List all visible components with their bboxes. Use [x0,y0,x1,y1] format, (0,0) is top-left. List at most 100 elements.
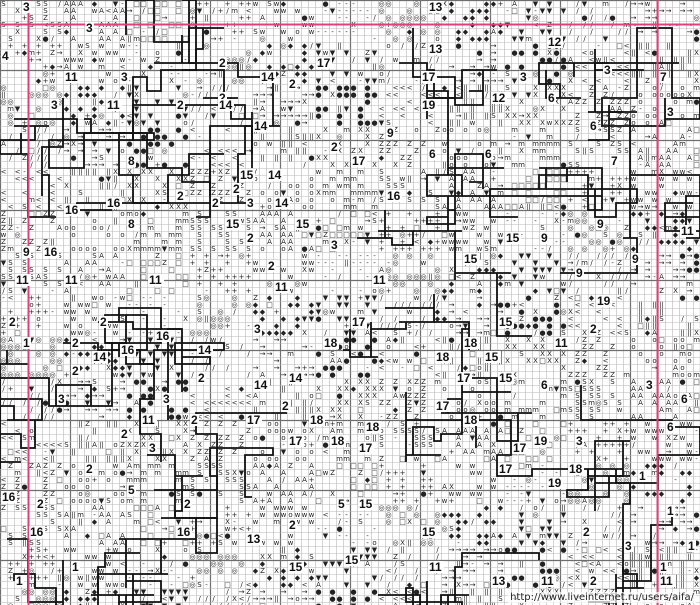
stitch-symbol: A [470,427,475,435]
stitch-symbol: < [575,308,581,316]
stitch-symbol: - [562,217,565,225]
stitch-symbol: + [22,119,28,127]
region-number: 3 [149,441,156,455]
stitch-symbol: Z [379,378,384,386]
stitch-symbol: ◎ [196,77,202,85]
stitch-symbol: → [680,7,686,15]
stitch-symbol: ● [42,35,48,43]
stitch-symbol: + [407,329,413,337]
stitch-symbol: Z [603,371,608,379]
stitch-symbol: S [582,378,587,386]
stitch-symbol: S [1,273,6,281]
region-number-bg [533,435,549,447]
stitch-symbol: Z [218,196,223,204]
region-number-bg [22,246,31,258]
stitch-symbol: ▼ [589,476,595,484]
stitch-symbol: ▼ [526,252,532,260]
stitch-symbol: w [470,462,476,470]
stitch-symbol: X [561,364,566,372]
stitch-symbol: - [345,28,348,36]
stitch-symbol: Z [85,588,90,596]
stitch-symbol: → [659,259,665,267]
stitch-symbol: || [113,175,118,183]
stitch-symbol: S [43,504,48,512]
stitch-symbol: / [51,567,54,575]
stitch-symbol: o [113,441,117,449]
stitch-symbol: → [652,28,658,36]
stitch-symbol: Z [204,266,209,274]
region-number: 15 [485,350,499,364]
stitch-symbol: X [309,427,314,435]
stitch-symbol: w [638,196,644,204]
stitch-symbol: □ [693,161,700,169]
region-number-bg [92,351,108,363]
stitch-symbol: ● [336,525,342,533]
stitch-symbol: w [302,252,308,260]
stitch-symbol: m [280,147,287,155]
stitch-symbol: □ [105,448,112,456]
stitch-symbol: ● [371,588,377,596]
stitch-symbol: X [176,203,181,211]
stitch-symbol: → [106,406,112,414]
stitch-symbol: Z [603,119,608,127]
stitch-symbol: → [687,287,693,295]
stitch-symbol: < [589,560,595,568]
stitch-symbol: - [177,70,180,78]
stitch-symbol: - [352,259,355,267]
region-number: 2 [233,182,240,196]
stitch-symbol: || [673,574,678,582]
stitch-symbol: → [456,77,462,85]
stitch-symbol: ◆ [477,511,483,519]
stitch-symbol: < [120,63,126,71]
stitch-symbol: o [456,399,460,407]
stitch-symbol: ● [119,469,125,477]
stitch-symbol: Z [50,210,55,218]
stitch-symbol: ▼ [533,539,539,547]
stitch-symbol: + [575,427,581,435]
stitch-symbol: Z [43,238,48,246]
stitch-symbol: + [386,483,392,491]
stitch-symbol: S [197,581,202,589]
stitch-symbol: < [575,301,581,309]
stitch-symbol: m [154,462,161,470]
stitch-symbol: - [555,469,558,477]
stitch-symbol: - [366,252,369,260]
stitch-symbol: ● [511,49,517,57]
stitch-symbol: m [168,462,175,470]
stitch-symbol: - [506,7,509,15]
stitch-symbol: ◆ [484,35,490,43]
stitch-symbol: ● [609,238,615,246]
stitch-symbol: / [618,525,621,533]
stitch-symbol: ● [147,140,153,148]
stitch-symbol: ▼ [106,147,112,155]
stitch-symbol: < [428,112,434,120]
region-number-bg [295,218,311,230]
stitch-symbol: / [205,595,208,603]
stitch-symbol: w [99,574,105,582]
stitch-symbol: || [295,406,300,414]
stitch-symbol: w [106,322,112,330]
stitch-symbol: w [680,168,686,176]
stitch-symbol: □ [693,126,700,134]
stitch-symbol: + [190,539,196,547]
region-number-bg [505,232,521,244]
stitch-symbol: A [568,56,573,64]
stitch-symbol: ◆ [113,364,119,372]
stitch-symbol: → [295,84,301,92]
stitch-symbol: X [365,392,370,400]
stitch-symbol: o [659,350,663,358]
stitch-symbol: || [652,231,657,239]
stitch-symbol: || [85,602,90,605]
stitch-symbol: ◆ [99,98,105,106]
stitch-symbol: ▼ [372,308,378,316]
stitch-symbol: ◎ [616,483,622,491]
stitch-symbol: ◆ [260,560,266,568]
stitch-symbol: □ [168,434,175,442]
stitch-symbol: □ [133,14,140,22]
stitch-symbol: < [393,595,399,603]
stitch-symbol: ● [154,140,160,148]
stitch-symbol: / [198,105,201,113]
stitch-symbol: → [484,322,490,330]
stitch-symbol: S [43,273,48,281]
stitch-symbol: / [618,273,621,281]
